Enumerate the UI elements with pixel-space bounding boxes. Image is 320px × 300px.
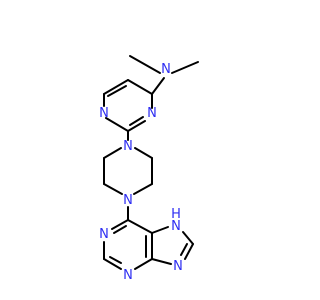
bond-pip-c3-n4 — [133, 183, 153, 195]
bond-pur-n3-c4 — [134, 258, 153, 270]
bond-pur-c6-n1 — [111, 219, 129, 230]
bond-pur-c2-n3-inner — [109, 256, 122, 264]
atom-labels: N N N N N N N H N N — [99, 62, 183, 283]
bond-pyr-c4-c5 — [127, 79, 153, 95]
atom-n-purine-7: N — [171, 219, 181, 234]
bond-pur-c8-n9 — [184, 243, 194, 260]
bond-pyr-c5-c6 — [103, 79, 129, 95]
bond-pur-c8-n9-inner — [180, 243, 188, 256]
atom-n-piperazine-bottom: N — [123, 193, 133, 208]
bond-pip-c6-n1 — [103, 147, 122, 159]
bond-pyr-n1-c2 — [105, 117, 129, 132]
bond-pyr-c2-n3-inner — [129, 116, 144, 126]
bond-pur-c5-n7 — [151, 226, 169, 234]
bond-methyl-left — [129, 55, 161, 74]
bonds — [103, 55, 199, 270]
bond-pyr-c2-n3 — [127, 120, 146, 132]
atom-h-purine-7: H — [171, 207, 181, 222]
bond-pip-n4-c5 — [103, 183, 123, 195]
atom-n-pyrimidine-2: N — [147, 106, 157, 121]
atom-n-purine-3: N — [123, 268, 133, 283]
bond-pur-c6-n1-inner — [113, 225, 127, 234]
bond-pur-c2-n3 — [103, 258, 122, 270]
atom-n-pyrimidine-1: N — [99, 106, 109, 121]
bond-methyl-right — [171, 61, 199, 74]
atom-n-dimethylamino: N — [161, 62, 171, 77]
atom-n-purine-9: N — [173, 259, 183, 274]
bond-pur-n7-c8 — [182, 231, 194, 245]
atom-n-purine-1: N — [99, 227, 109, 242]
molecule-structure: N N N N N N N H N N — [99, 55, 199, 283]
bond-pyr-c5-c6-inner — [107, 85, 127, 97]
bond-pip-n1-c2 — [134, 147, 153, 159]
atom-n-piperazine-top: N — [123, 139, 133, 154]
bond-amine-c4 — [151, 77, 165, 95]
bond-pur-n9-c4 — [151, 258, 172, 265]
bond-pur-c5-c6 — [127, 219, 153, 234]
